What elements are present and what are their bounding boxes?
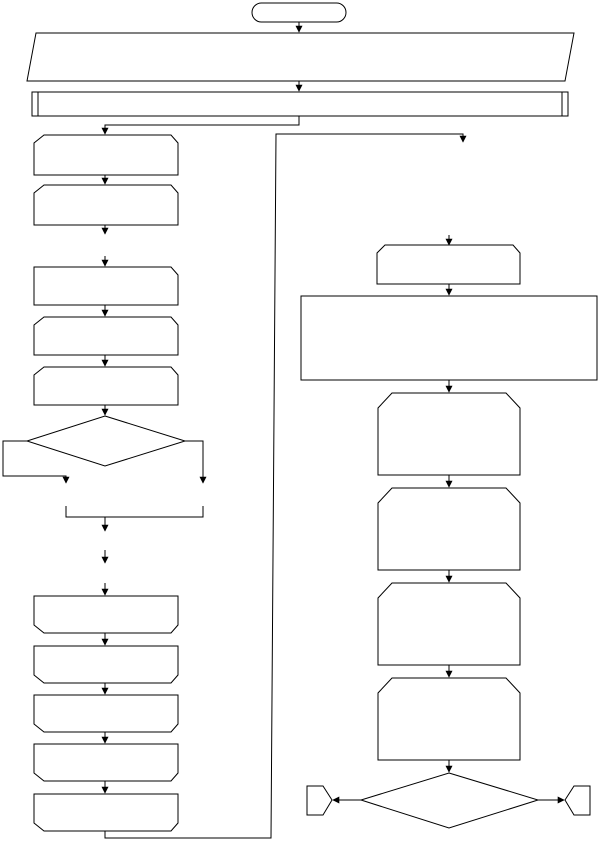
process-box-left-10 [33, 793, 179, 832]
process-box-left-3 [33, 266, 179, 306]
process-box-left-4 [33, 316, 179, 356]
input-parallelogram [26, 32, 575, 82]
process-box-left-2 [33, 184, 179, 226]
decision-left-branch-b [185, 440, 207, 484]
process-box-left-5 [33, 366, 179, 406]
process-box-right-3 [377, 487, 521, 571]
start-terminator [251, 2, 347, 23]
merge-connector [65, 506, 204, 518]
process-rect-right [300, 295, 598, 381]
process-box-left-8 [33, 694, 179, 733]
decision-right [359, 772, 540, 829]
process-box-right-4 [377, 582, 521, 666]
process-box-right-1 [376, 244, 521, 285]
process-box-left-1 [33, 134, 179, 176]
split-connector [101, 116, 300, 135]
process-box-right-5 [377, 677, 521, 761]
process-box-left-9 [33, 743, 179, 782]
decision-left [25, 415, 187, 467]
predefined-process-box [31, 91, 569, 117]
decision-left-branch-a [2, 440, 70, 484]
off-page-connector-left [306, 785, 333, 816]
return-connector [104, 133, 467, 839]
process-box-left-7 [33, 645, 179, 684]
process-box-right-2 [377, 392, 521, 476]
process-box-left-6 [33, 595, 179, 634]
off-page-connector-right [564, 785, 591, 816]
